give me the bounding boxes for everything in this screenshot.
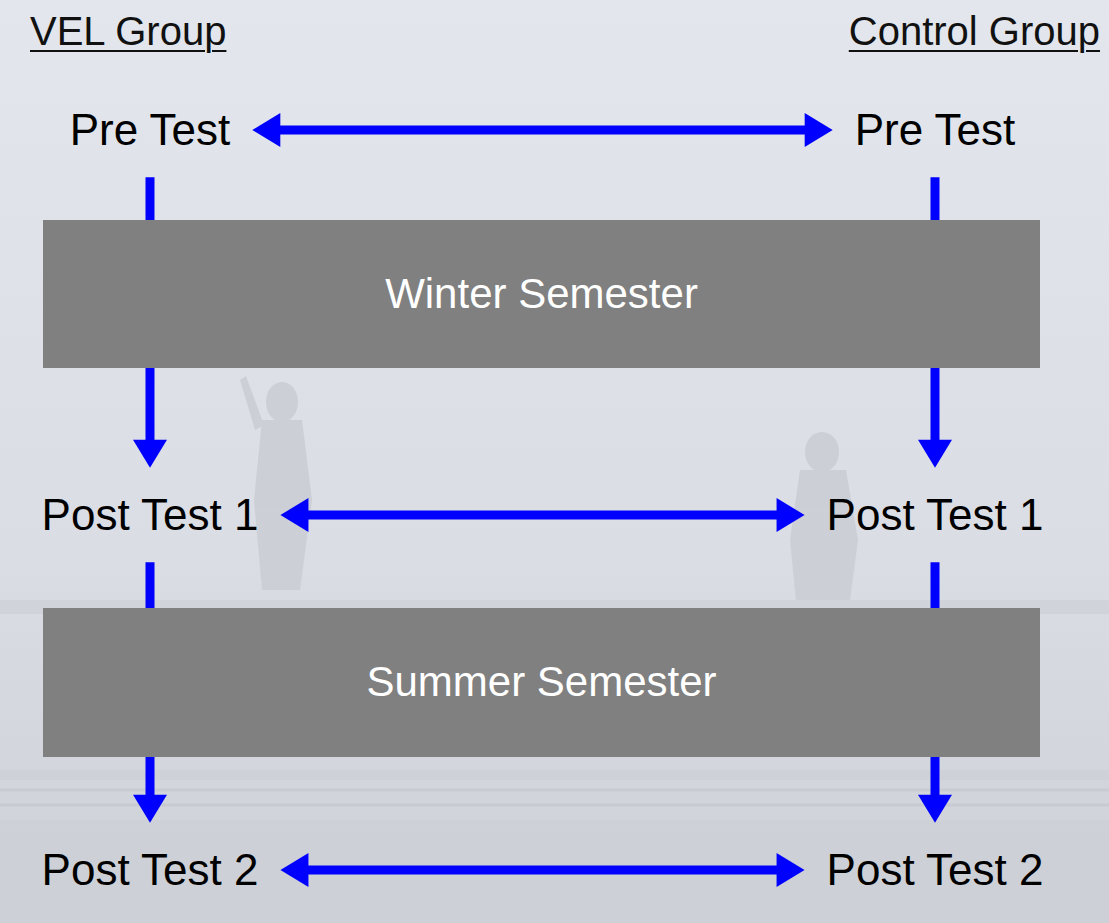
group-heading: Control Group xyxy=(849,8,1100,54)
arrow-head xyxy=(918,795,952,823)
test-node: Post Test 2 xyxy=(805,823,1066,918)
arrow-connector xyxy=(280,853,804,887)
arrow-head xyxy=(777,853,805,887)
test-node: Post Test 1 xyxy=(805,468,1066,563)
arrow-head xyxy=(805,113,833,147)
test-name: Post Test 2 xyxy=(42,845,259,896)
test-name: Pre Test xyxy=(855,105,1016,156)
arrow-shaft xyxy=(306,511,778,520)
arrow-head xyxy=(777,498,805,532)
arrow-head xyxy=(133,440,167,468)
test-node: Post Test 2 xyxy=(20,823,281,918)
arrow-head xyxy=(280,853,308,887)
test-node: Post Test 1 xyxy=(20,468,281,563)
arrow-shaft xyxy=(278,126,806,135)
test-node: Pre Test xyxy=(833,83,1038,178)
semester-band: Winter Semester xyxy=(43,220,1040,368)
semester-band: Summer Semester xyxy=(43,608,1040,757)
arrow-head xyxy=(133,795,167,823)
semester-name: Summer Semester xyxy=(366,658,716,706)
arrow-connector xyxy=(252,113,832,147)
group-heading: VEL Group xyxy=(30,8,226,54)
test-name: Post Test 2 xyxy=(827,845,1044,896)
test-name: Post Test 1 xyxy=(42,490,259,541)
arrow-head xyxy=(252,113,280,147)
test-name: Pre Test xyxy=(70,105,231,156)
arrow-connector xyxy=(280,498,804,532)
test-node: Pre Test xyxy=(48,83,253,178)
arrow-head xyxy=(918,440,952,468)
semester-name: Winter Semester xyxy=(385,270,698,318)
arrow-shaft xyxy=(306,866,778,875)
arrow-head xyxy=(280,498,308,532)
test-name: Post Test 1 xyxy=(827,490,1044,541)
